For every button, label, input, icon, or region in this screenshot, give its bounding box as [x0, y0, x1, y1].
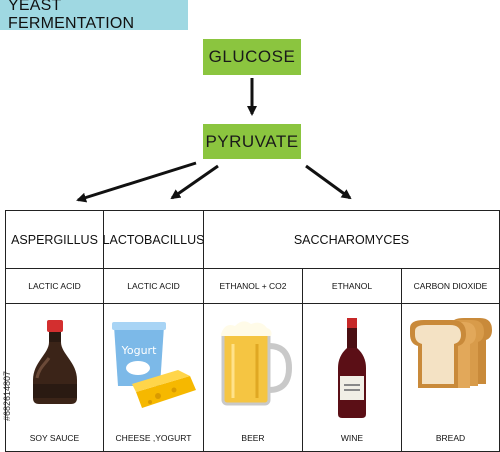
bread-slices-icon — [409, 318, 492, 388]
food-label-cheese-yogurt: CHEESE ,YOGURT — [115, 433, 192, 443]
wine-bottle-icon — [338, 318, 366, 418]
product-beer: ETHANOL + CO2 — [204, 269, 303, 304]
food-soy-sauce: SOY SAUCE — [6, 304, 104, 452]
food-label-wine: WINE — [340, 433, 364, 443]
svg-text:Yogurt: Yogurt — [120, 344, 156, 357]
food-label-beer: BEER — [241, 433, 265, 443]
food-cheese-yogurt: Yogurt CHEESE ,YOGURT — [104, 304, 204, 452]
diagram-title: YEAST FERMENTATION — [0, 0, 188, 32]
product-wine: ETHANOL — [303, 269, 402, 304]
arrow-to-lactobacillus — [170, 164, 219, 200]
arrow-to-saccharomyces — [305, 164, 352, 200]
food-beer: BEER — [204, 304, 303, 452]
product-bread: CARBON DIOXIDE — [402, 269, 500, 304]
organism-saccharomyces: SACCHAROMYCES — [204, 211, 500, 269]
beer-mug-icon — [221, 321, 293, 406]
pyruvate-node: PYRUVATE — [203, 124, 301, 159]
organism-aspergillus: ASPERGILLUS — [6, 211, 104, 269]
food-label-bread: BREAD — [435, 433, 466, 443]
arrow-to-aspergillus — [76, 161, 197, 203]
product-lactobacillus: LACTIC ACID — [104, 269, 204, 304]
food-wine: WINE — [303, 304, 402, 452]
glucose-node: GLUCOSE — [203, 39, 301, 75]
food-label-soy-sauce: SOY SAUCE — [29, 433, 80, 443]
product-aspergillus: LACTIC ACID — [6, 269, 104, 304]
food-bread: BREAD — [402, 304, 500, 452]
fermentation-table: ASPERGILLUS LACTOBACILLUS SACCHAROMYCES … — [5, 210, 500, 452]
soy-sauce-bottle-icon — [32, 320, 77, 404]
yogurt-cheese-icon: Yogurt — [111, 322, 196, 408]
organism-lactobacillus: LACTOBACILLUS — [103, 211, 204, 269]
